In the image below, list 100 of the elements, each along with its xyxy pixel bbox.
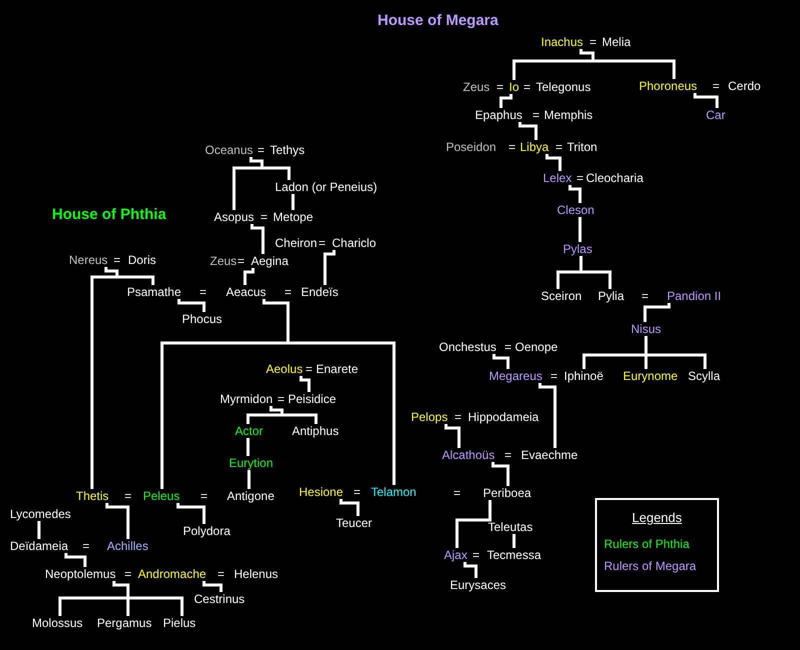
descent-line (512, 534, 516, 548)
person-name: Peleus (143, 489, 180, 503)
marriage-sign: = (508, 140, 516, 154)
person-name: Hesione (299, 485, 344, 499)
descent-line (546, 154, 562, 171)
person-name: Polydora (183, 524, 230, 538)
person-name: Cleson (557, 203, 594, 217)
person-name: Tecmessa (487, 548, 542, 562)
person-name: Aeacus (226, 285, 266, 299)
marriage-sign: = (200, 489, 208, 503)
section-heading: House of Phthia (52, 206, 166, 222)
descent-line (246, 438, 250, 456)
person-name: Megareus (489, 369, 542, 383)
marriage-sign: = (354, 485, 361, 499)
marriage-sign: = (284, 285, 292, 299)
person-name: Cheiron (275, 236, 318, 250)
marriage-sign: = (260, 210, 268, 224)
person-name: Cestrinus (194, 592, 245, 606)
person-name: Nereus (69, 253, 108, 267)
person-name: Neoptolemus (45, 567, 116, 581)
person-name: Achilles (107, 539, 148, 553)
descent-line (492, 462, 510, 486)
person-name: Oenope (515, 340, 558, 354)
marriage-sign: = (278, 392, 285, 406)
marriage-sign: = (472, 548, 480, 562)
descent-line (250, 224, 264, 254)
person-name: Oceanus (205, 143, 254, 157)
marriage-sign: = (82, 539, 90, 553)
descent-line (178, 299, 206, 312)
person-name: Onchestus (439, 340, 496, 354)
person-name: Thetis (76, 489, 109, 503)
person-name: Eurytion (229, 456, 274, 470)
person-name: Enarete (316, 362, 358, 376)
person-name: Molossus (32, 616, 83, 630)
person-name: Aegina (251, 254, 288, 268)
marriage-sign: = (550, 369, 558, 383)
person-name: Chariclo (332, 236, 376, 250)
person-name: Andromache (138, 567, 206, 581)
person-name: Antiphus (292, 424, 339, 438)
legend-entry: Rulers of Phthia (604, 537, 690, 551)
person-name: Psamathe (127, 285, 182, 299)
descent-line (538, 383, 556, 448)
marriage-sign: = (124, 489, 132, 503)
marriage-sign: = (524, 80, 531, 94)
descent-line (244, 268, 254, 285)
person-name: Teleutas (488, 520, 533, 534)
person-name: Myrmidon (220, 392, 273, 406)
descent-line (64, 553, 86, 567)
person-name: Poseidon (446, 140, 496, 154)
person-name: Alcathoüs (442, 448, 495, 462)
person-name: Deïdameia (10, 539, 68, 553)
marriage-sign: = (124, 567, 132, 581)
marriage-sign: = (218, 567, 225, 581)
person-name: Phoroneus (639, 79, 698, 93)
person-name: Zeus (210, 254, 237, 268)
marriage-sign: = (306, 362, 313, 376)
person-name: Hippodameia (468, 410, 539, 424)
person-name: Telamon (371, 485, 416, 499)
descent-line (580, 256, 612, 289)
marriage-sign: = (642, 289, 649, 303)
person-name: Libya (520, 140, 549, 154)
person-name: Io (509, 80, 520, 94)
person-name: Doris (128, 253, 156, 267)
marriage-sign: = (454, 410, 462, 424)
descent-line (324, 250, 336, 285)
person-name: Endeïs (301, 285, 338, 299)
descent-line (568, 185, 582, 203)
person-name: Melia (602, 35, 631, 49)
descent-line (694, 93, 718, 108)
person-name: Ajax (444, 548, 468, 562)
marriage-sign: = (496, 80, 504, 94)
marriage-sign: = (712, 79, 720, 93)
person-name: Memphis (544, 108, 593, 122)
person-name: Tethys (270, 143, 305, 157)
marriage-sign: = (454, 486, 461, 500)
person-name: Car (706, 108, 726, 122)
person-name: Evaechme (521, 448, 578, 462)
descent-line (248, 470, 250, 489)
descent-line (578, 217, 582, 242)
person-name: Zeus (463, 80, 490, 94)
person-name: Eurysaces (450, 578, 506, 592)
descent-line (106, 503, 130, 539)
descent-line (644, 303, 670, 322)
person-name: Antigone (227, 489, 274, 503)
descent-line (262, 299, 396, 485)
person-name: Pylas (563, 242, 592, 256)
marriage-sign: = (532, 108, 540, 122)
person-name: Pelops (411, 410, 448, 424)
descent-line (518, 122, 538, 140)
person-name: Pielus (163, 616, 196, 630)
person-name: Pergamus (97, 616, 152, 630)
person-name: Lelex (543, 171, 572, 185)
person-name: Nisus (631, 322, 662, 336)
descent-line (300, 376, 310, 392)
marriage-sign: = (576, 171, 584, 185)
descent-line (38, 521, 40, 539)
person-name: Triton (567, 140, 598, 154)
person-name: Metope (273, 210, 314, 224)
person-name: Iphinoë (564, 369, 604, 383)
marriage-sign: = (200, 285, 207, 299)
